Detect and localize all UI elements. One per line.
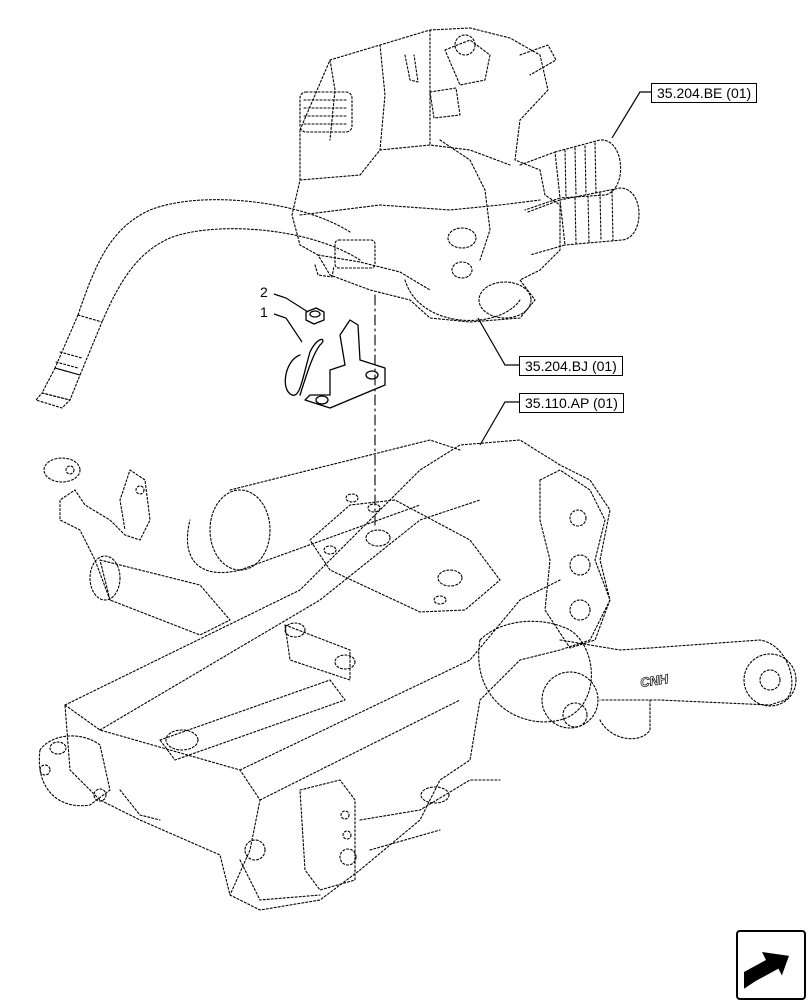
leader-line-lift-housing [479,401,520,446]
leader-line-hose-bracket [477,317,520,366]
cnh-logo: CNH [639,671,670,690]
leader-line-part-2 [273,293,309,313]
ref-box-valve-block[interactable]: 35.204.BE (01) [651,83,758,103]
rear-lift-housing [38,439,797,911]
callout-part-2: 2 [260,284,268,300]
ref-box-hose-bracket[interactable]: 35.204.BJ (01) [519,356,623,376]
callout-part-1: 1 [260,304,268,320]
hydraulic-hose [35,199,361,409]
hose-bracket-nut [305,307,325,325]
ref-box-lift-housing[interactable]: 35.110.AP (01) [519,393,624,413]
hose-support-bracket [284,319,386,409]
leader-line-part-1 [273,313,303,343]
control-valve-assembly [291,27,640,323]
next-page-arrow-icon[interactable] [736,930,806,1000]
